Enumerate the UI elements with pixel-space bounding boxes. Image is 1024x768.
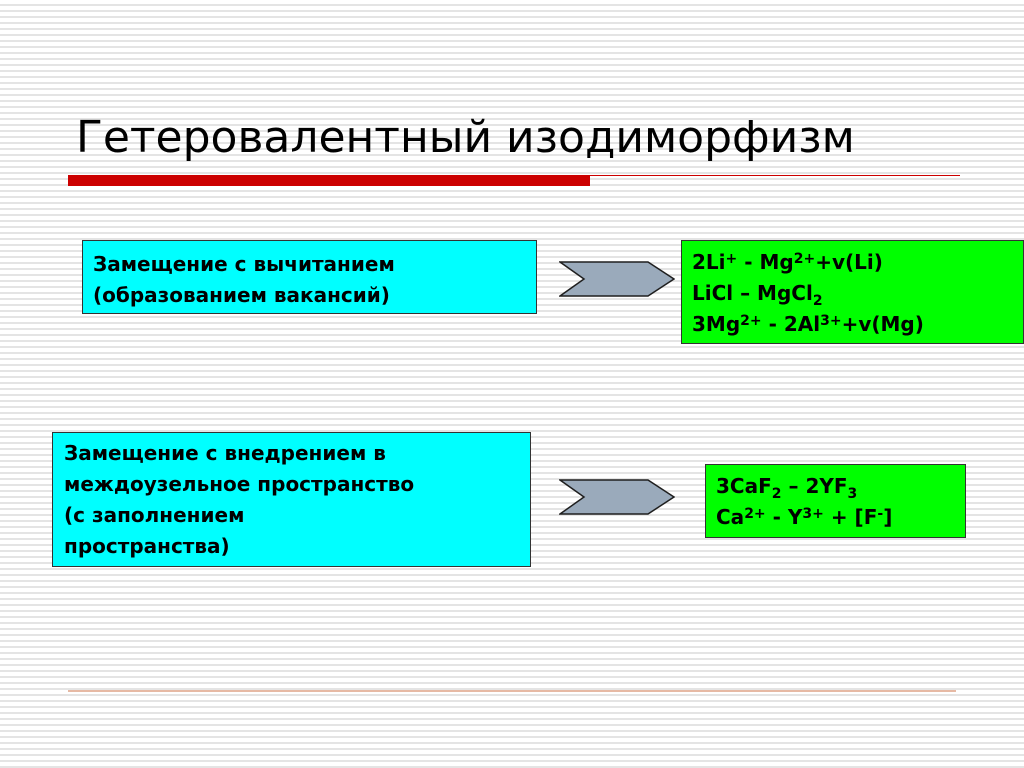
formula-line: LiCl – MgCl2: [692, 278, 1013, 309]
formula-text: - 2Al: [761, 312, 821, 336]
arrow-shape: [559, 479, 675, 515]
formula-text: - Mg: [737, 250, 794, 274]
subtraction-substitution-box: Замещение с вычитанием (образованием вак…: [82, 240, 537, 314]
box-line: пространства): [64, 534, 230, 558]
box-line: Замещение с внедрением в: [64, 441, 386, 465]
footer-rule: [68, 690, 956, 692]
charge-superscript: 3+: [820, 313, 842, 329]
count-subscript: 2: [812, 293, 823, 309]
formula-line: 3Mg2+ - 2Al3++v(Mg): [692, 309, 1013, 340]
box-line: (с заполнением: [64, 503, 245, 527]
interstitial-substitution-box: Замещение с внедрением в междоузельное п…: [52, 432, 531, 567]
formula-text: 3Mg: [692, 312, 741, 336]
charge-superscript: -: [877, 506, 884, 522]
charge-superscript: 2+: [793, 251, 816, 267]
formula-text: + [F: [823, 505, 878, 529]
formula-text: +v(Mg): [841, 312, 924, 336]
formula-line: 3CaF2 – 2YF3: [716, 471, 955, 502]
charge-superscript: 2+: [744, 506, 766, 522]
title-underline-bar: [68, 175, 590, 186]
formula-text: LiCl – MgCl: [692, 281, 813, 305]
charge-superscript: +: [725, 251, 738, 267]
chevron-arrow-right-icon: [559, 261, 675, 297]
formula-line: 2Li+ - Mg2++v(Li): [692, 247, 1013, 278]
chevron-arrow-right-icon: [559, 479, 675, 515]
interstitial-examples-box: 3CaF2 – 2YF3 Ca2+ - Y3+ + [F-]: [705, 464, 966, 538]
count-subscript: 3: [847, 486, 858, 502]
slide-title: Гетеровалентный изодиморфизм: [76, 112, 855, 163]
count-subscript: 2: [771, 486, 782, 502]
charge-superscript: 3+: [802, 506, 824, 522]
title-underline-rule: [590, 175, 960, 176]
box-line: междоузельное пространство: [64, 472, 415, 496]
formula-text: – 2YF: [781, 474, 848, 498]
formula-text: ]: [883, 505, 893, 529]
box-line: (образованием вакансий): [93, 283, 390, 307]
subtraction-examples-box: 2Li+ - Mg2++v(Li) LiCl – MgCl2 3Mg2+ - 2…: [681, 240, 1024, 344]
formula-text: 3CaF: [716, 474, 772, 498]
formula-text: +v(Li): [815, 250, 883, 274]
box-line: Замещение с вычитанием: [93, 252, 395, 276]
arrow-shape: [559, 261, 675, 297]
charge-superscript: 2+: [740, 313, 762, 329]
formula-text: 2Li: [692, 250, 726, 274]
formula-text: - Y: [765, 505, 803, 529]
formula-line: Ca2+ - Y3+ + [F-]: [716, 502, 955, 533]
formula-text: Ca: [716, 505, 745, 529]
